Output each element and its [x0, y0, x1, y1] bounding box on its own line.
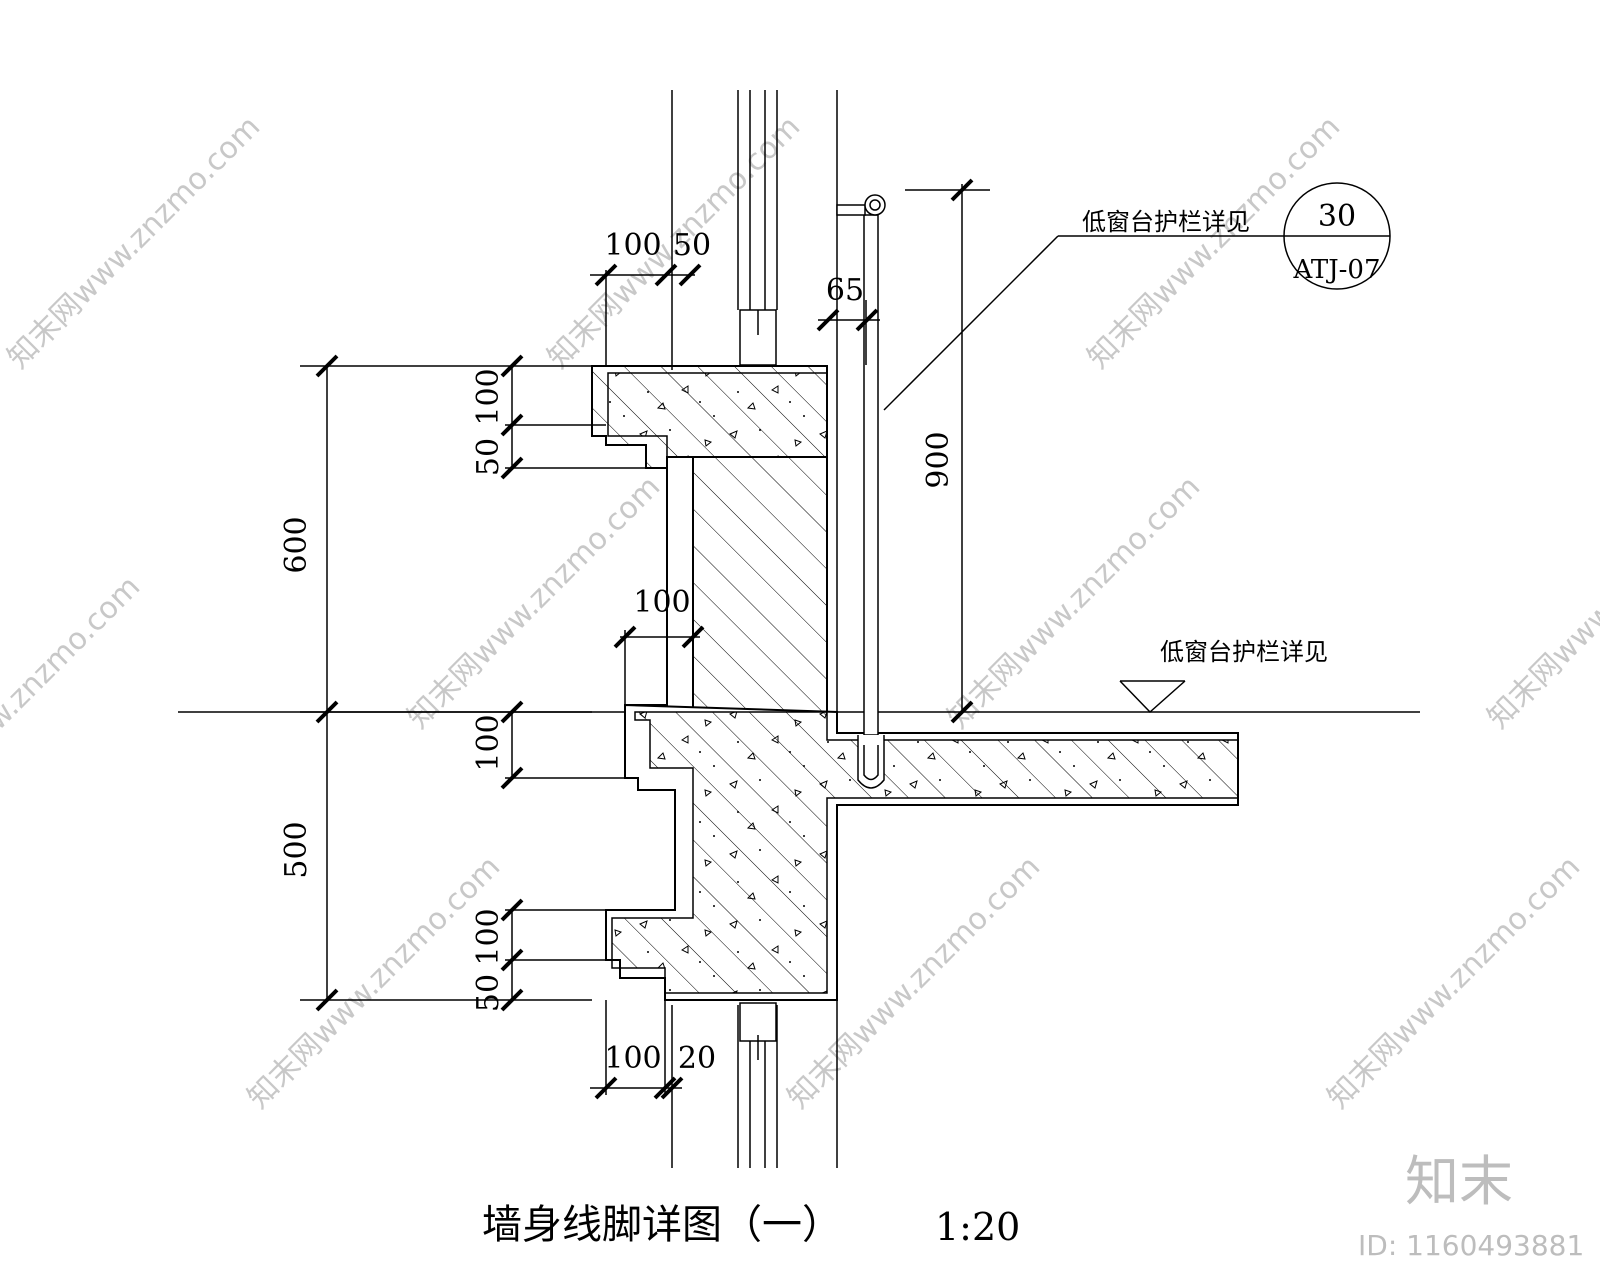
watermark-text: 知末网www.znzmo.com: [941, 469, 1207, 735]
drawing-title: 墙身线脚详图（一） 1:20: [482, 1202, 1020, 1249]
id-watermark: ID: 1160493881: [1358, 1229, 1584, 1262]
level-note: 低窗台护栏详见: [1160, 638, 1328, 666]
upper-molding: [591, 365, 828, 469]
watermark-text: 知末网www.znzmo.com: [1, 109, 267, 375]
watermark-text: 知末网www.znzmo.com: [401, 469, 667, 735]
watermark-text: 知末网www.znzmo.com: [241, 849, 507, 1115]
lower-molding-and-slab: [605, 703, 1239, 1001]
dim-rail-65: 65: [826, 273, 864, 308]
dim-left-500: 500: [279, 821, 314, 878]
dimension-lines: [300, 178, 1288, 1100]
dim-slab-100: 100: [471, 714, 506, 771]
masonry-wall: [692, 456, 828, 713]
dim-bottom-20: 20: [678, 1041, 716, 1076]
watermark-text: 知末网www.znzmo.com: [0, 569, 147, 835]
dim-lower-50: 50: [471, 974, 506, 1012]
callout-note: 低窗台护栏详见: [1082, 208, 1250, 236]
dimension-labels: 100 50 65 900 600 500 100 50 100 100 100…: [279, 228, 956, 1076]
window-frame: [739, 309, 777, 1060]
dim-top-100: 100: [604, 228, 661, 263]
brand-watermark: 知末: [1405, 1150, 1513, 1213]
callout-sheet-number: ATJ-07: [1293, 255, 1381, 285]
dim-mid-100: 100: [633, 585, 690, 620]
vertical-lines: [671, 90, 838, 1168]
title-text: 墙身线脚详图（一）: [482, 1202, 842, 1248]
dim-left-600: 600: [279, 516, 314, 573]
detail-callout: 30 ATJ-07 低窗台护栏详见: [1082, 182, 1391, 290]
dim-lower-100: 100: [471, 908, 506, 965]
scale-text: 1:20: [935, 1205, 1020, 1249]
callout-detail-number: 30: [1318, 199, 1356, 234]
watermark-text: 知末网www.znzmo.com: [1481, 469, 1600, 735]
railing-post: [836, 194, 886, 789]
dim-upper-50: 50: [471, 438, 506, 476]
dim-top-50: 50: [673, 228, 711, 263]
dim-height-900: 900: [921, 431, 956, 488]
dim-upper-100: 100: [471, 368, 506, 425]
watermark-text: 知末网www.znzmo.com: [1321, 849, 1587, 1115]
dim-bottom-100: 100: [604, 1041, 661, 1076]
